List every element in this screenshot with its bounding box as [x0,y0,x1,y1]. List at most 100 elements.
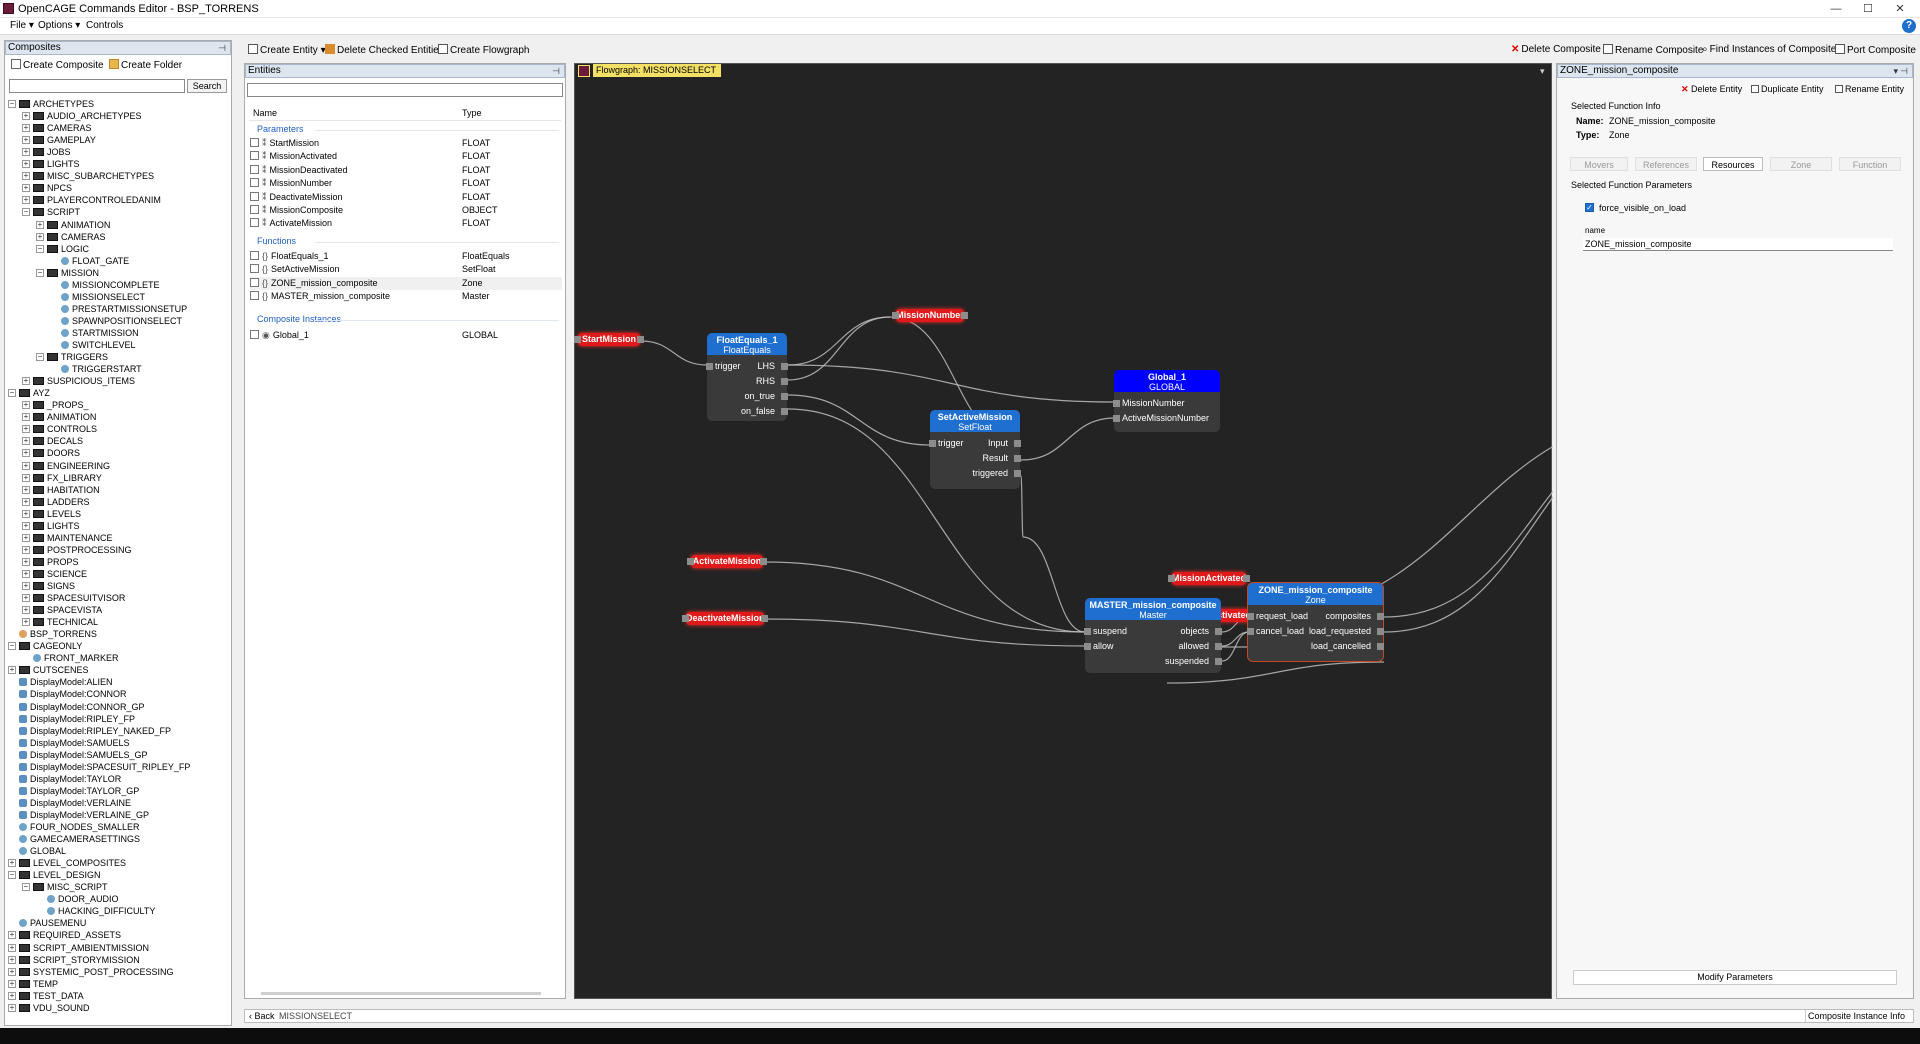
close-button[interactable]: ✕ [1895,3,1905,15]
tree-item[interactable]: +_PROPS_ [22,399,89,411]
tree-item[interactable]: +TECHNICAL [22,616,98,628]
tree-item[interactable]: GAMECAMERASETTINGS [19,833,140,845]
tree-item[interactable]: −ARCHETYPES [8,98,94,110]
tree-item[interactable]: BSP_TORRENS [19,628,97,640]
expand-icon[interactable]: + [22,460,30,470]
tree-item[interactable]: DisplayModel:VERLAINE_GP [19,809,149,821]
entity-checkbox[interactable] [250,205,259,214]
expand-icon[interactable]: + [36,231,44,241]
tree-item[interactable]: DisplayModel:SAMUELS_GP [19,749,148,761]
tree-item[interactable]: +LIGHTS [22,520,80,532]
expand-icon[interactable]: + [8,1002,16,1012]
expand-icon[interactable]: + [22,195,30,205]
col-type-header[interactable]: Type [462,108,482,118]
delete-composite-button[interactable]: ✕Delete Composite [1511,44,1601,55]
expand-icon[interactable]: + [22,135,30,145]
horizontal-scrollbar[interactable] [261,992,541,995]
expand-icon[interactable]: + [22,147,30,157]
expand-icon[interactable]: + [22,111,30,121]
tree-item[interactable]: PRESTARTMISSIONSETUP [61,303,187,315]
tree-item[interactable]: +CAMERAS [36,231,106,243]
tree-item[interactable]: −SCRIPT [22,206,80,218]
search-button[interactable]: Search [187,79,227,93]
tree-item[interactable]: DOOR_AUDIO [47,893,119,905]
expand-icon[interactable]: + [22,412,30,422]
tree-item[interactable]: TRIGGERSTART [61,363,142,375]
tree-item[interactable]: +TEST_DATA [8,990,84,1002]
find-instances-button[interactable]: ⌕Find Instances of Composite [1702,44,1836,55]
entity-checkbox[interactable] [250,277,259,287]
collapse-icon[interactable]: − [22,882,30,892]
tree-item[interactable]: STARTMISSION [61,327,139,339]
tree-item[interactable]: +PLAYERCONTROLEDANIM [22,194,161,206]
tree-item[interactable]: −TRIGGERS [36,351,108,363]
tree-item[interactable]: FRONT_MARKER [33,652,119,664]
tree-item[interactable]: +FX_LIBRARY [22,472,102,484]
collapse-icon[interactable]: − [22,207,30,217]
tree-item[interactable]: +SYSTEMIC_POST_PROCESSING [8,966,174,978]
tree-item[interactable]: +REQUIRED_ASSETS [8,929,121,941]
tree-item[interactable]: GLOBAL [19,845,66,857]
tree-item[interactable]: +VDU_SOUND [8,1002,90,1014]
pin-icon[interactable]: ⊣ [218,43,226,53]
tree-item[interactable]: +TEMP [8,978,58,990]
tree-item[interactable]: +MAINTENANCE [22,532,113,544]
expand-icon[interactable]: + [22,508,30,518]
expand-icon[interactable]: + [22,472,30,482]
rename-entity-button[interactable]: Rename Entity [1835,84,1904,94]
create-entity-button[interactable]: Create Entity ▾ [248,44,326,56]
tab-references[interactable]: References [1635,157,1697,171]
tree-item[interactable]: +DECALS [22,435,83,447]
tab-resources[interactable]: Resources [1703,157,1763,171]
tab-movers[interactable]: Movers [1570,157,1628,171]
tree-item[interactable]: +POSTPROCESSING [22,544,132,556]
tree-item[interactable]: DisplayModel:SPACESUIT_RIPLEY_FP [19,761,190,773]
expand-icon[interactable]: + [8,978,16,988]
tree-item[interactable]: +SPACEVISTA [22,604,102,616]
tree-item[interactable]: HACKING_DIFFICULTY [47,905,155,917]
expand-icon[interactable]: + [22,484,30,494]
expand-icon[interactable]: + [8,930,16,940]
tree-item[interactable]: −LOGIC [36,243,89,255]
expand-icon[interactable]: + [22,376,30,386]
tree-item[interactable]: +AUDIO_ARCHETYPES [22,110,142,122]
tree-item[interactable]: DisplayModel:CONNOR [19,688,127,700]
pin-icon[interactable]: ⊣ [552,66,560,76]
tree-item[interactable]: +LIGHTS [22,158,80,170]
expand-icon[interactable]: + [22,617,30,627]
force-visible-checkbox[interactable]: ✓ [1585,203,1594,212]
tree-item[interactable]: −MISC_SCRIPT [22,881,108,893]
tree-item[interactable]: +ENGINEERING [22,460,110,472]
expand-icon[interactable]: + [8,665,16,675]
expand-icon[interactable]: + [22,448,30,458]
tree-item[interactable]: SWITCHLEVEL [61,339,136,351]
rename-composite-button[interactable]: Rename Composite [1603,44,1703,56]
tree-item[interactable]: +GAMEPLAY [22,134,96,146]
flowgraph-tab[interactable]: Flowgraph: MISSIONSELECT [593,64,722,77]
back-button[interactable]: ‹ Back [249,1011,275,1021]
expand-icon[interactable]: + [8,858,16,868]
entity-checkbox[interactable] [250,251,259,260]
tree-item[interactable]: +SCIENCE [22,568,87,580]
entity-checkbox[interactable] [250,291,259,301]
expand-icon[interactable]: + [22,400,30,410]
name-field[interactable]: ZONE_mission_composite [1583,238,1893,251]
tree-item[interactable]: SPAWNPOSITIONSELECT [61,315,182,327]
tree-item[interactable]: +CAMERAS [22,122,92,134]
tree-item[interactable]: +SPACESUITVISOR [22,592,125,604]
tree-item[interactable]: DisplayModel:RIPLEY_FP [19,713,135,725]
tree-item[interactable]: +JOBS [22,146,71,158]
help-icon[interactable]: ? [1902,19,1916,33]
expand-icon[interactable]: + [8,990,16,1000]
entity-checkbox[interactable] [250,264,259,274]
collapse-icon[interactable]: − [36,352,44,362]
expand-icon[interactable]: + [22,159,30,169]
pin-icon[interactable]: ⊣ [1900,66,1908,76]
